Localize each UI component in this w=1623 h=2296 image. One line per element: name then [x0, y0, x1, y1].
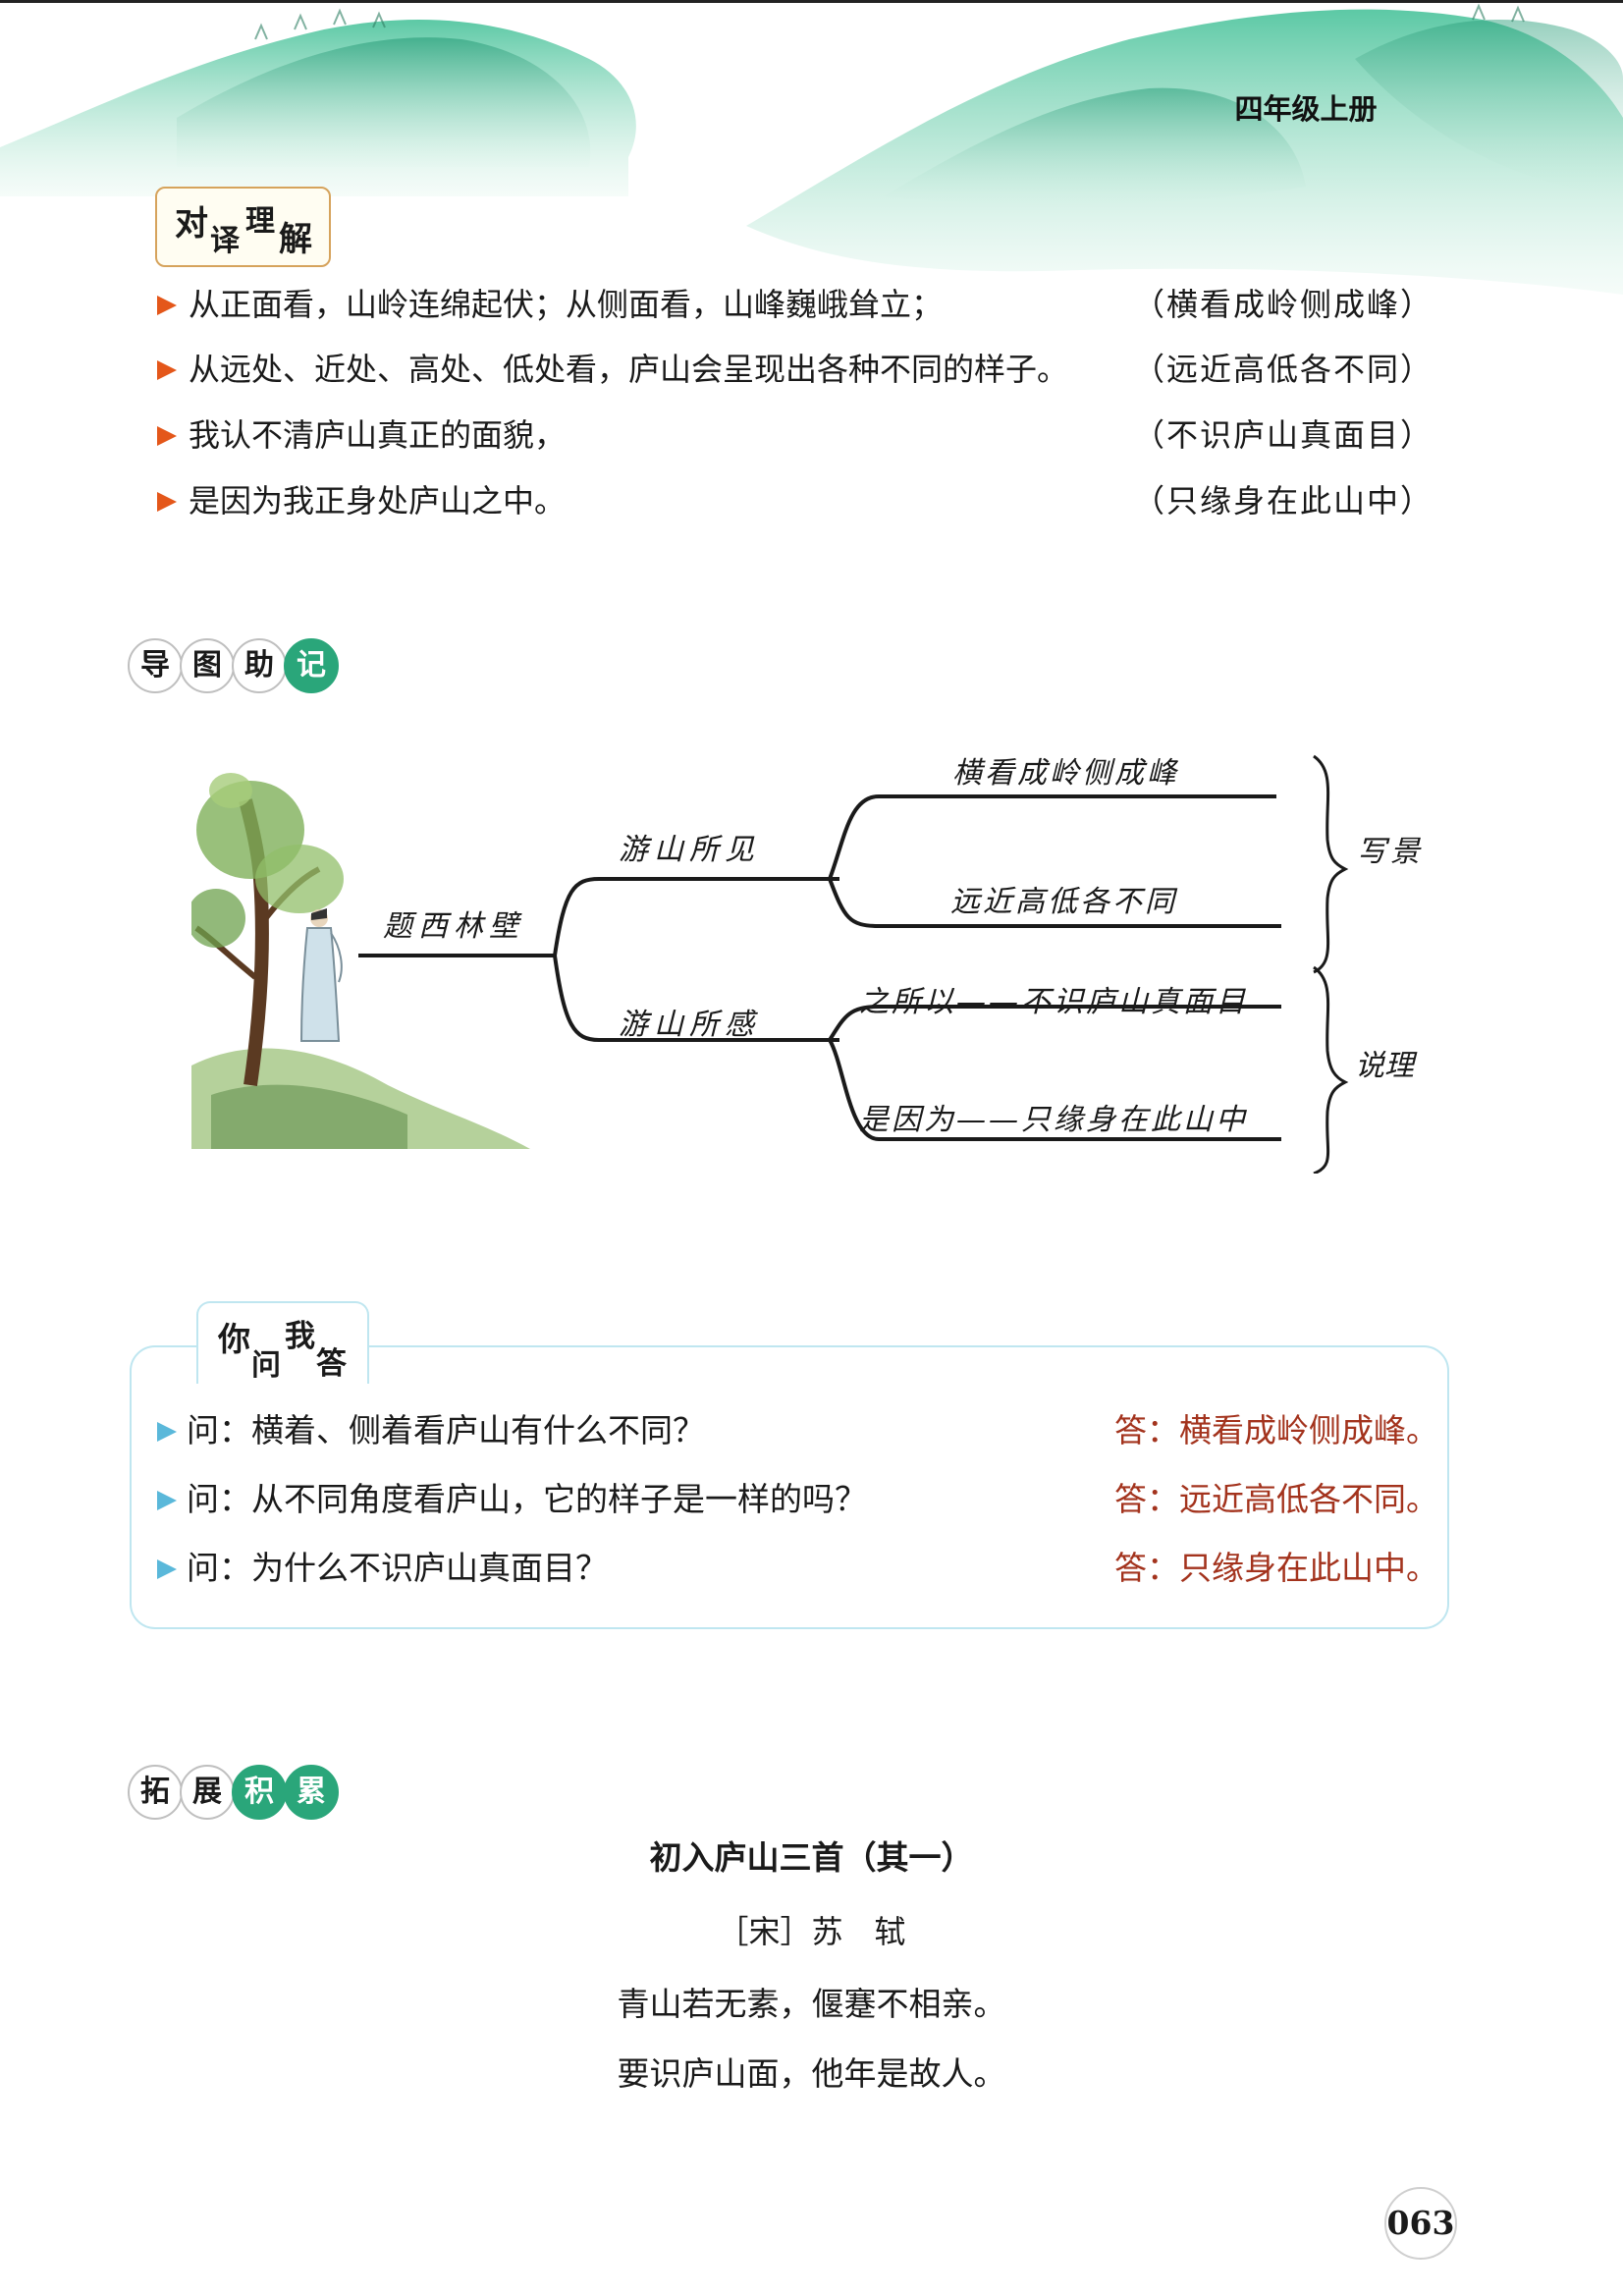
mindmap-connector-lines: [358, 754, 1349, 1174]
translation-row: 从远处、近处、高处、低处看，庐山会呈现出各种不同的样子。 （远近高低各不同）: [157, 345, 1434, 394]
answer-text: 答：远近高低各不同。: [1114, 1480, 1438, 1518]
mindmap-leaf-3: 之所以——不识庐山真面目: [859, 985, 1248, 1019]
translation-row: 从正面看，山岭连绵起伏；从侧面看，山峰巍峨耸立； （横看成岭侧成峰）: [157, 280, 1434, 329]
bullet-triangle-icon: [157, 1422, 177, 1442]
modern-translation: 我认不清庐山真正的面貌，: [189, 416, 567, 454]
bullet-triangle-icon: [157, 296, 177, 315]
answer-text: 答：只缘身在此山中。: [1114, 1549, 1438, 1587]
mountain-landscape-illustration: [0, 3, 1623, 295]
translation-section-title: 对 译 理 解: [155, 187, 331, 267]
answer-text: 答：横看成岭侧成峰。: [1114, 1411, 1438, 1449]
original-line: （不识庐山真面目）: [1132, 416, 1434, 454]
poem-title: 初入庐山三首（其一）: [649, 1838, 974, 1877]
poem-line-1: 青山若无素，偃蹇不相亲。: [617, 1985, 1006, 2023]
mindmap-leaf-4: 是因为——只缘身在此山中: [859, 1103, 1248, 1137]
title-char-4: 累: [284, 1765, 339, 1820]
title-char-4: 记: [284, 638, 339, 693]
title-char-1: 对: [175, 204, 208, 244]
modern-translation: 从远处、近处、高处、低处看，庐山会呈现出各种不同的样子。: [189, 351, 1069, 388]
mindmap-group-reason: 说理: [1355, 1049, 1414, 1083]
translation-row: 我认不清庐山真正的面貌， （不识庐山真面目）: [157, 410, 1434, 460]
bullet-triangle-icon: [157, 1491, 177, 1510]
bullet-triangle-icon: [157, 1559, 177, 1579]
translation-row: 是因为我正身处庐山之中。 （只缘身在此山中）: [157, 476, 1434, 525]
title-char-2: 图: [180, 638, 235, 693]
mindmap-leaf-1: 横看成岭侧成峰: [952, 756, 1179, 791]
qa-row: 问：为什么不识庐山真面目？ 答：只缘身在此山中。: [157, 1544, 1438, 1593]
title-char-4: 答: [316, 1346, 347, 1382]
qa-row: 问：从不同角度看庐山，它的样子是一样的吗？ 答：远近高低各不同。: [157, 1475, 1438, 1524]
title-char-2: 展: [180, 1765, 235, 1820]
title-char-3: 我: [285, 1319, 315, 1354]
modern-translation: 从正面看，山岭连绵起伏；从侧面看，山峰巍峨耸立；: [189, 286, 944, 323]
title-char-1: 你: [218, 1320, 250, 1358]
title-char-3: 理: [245, 204, 275, 239]
mindmap-group-scene: 写景: [1357, 835, 1424, 869]
poem-line-2: 要识庐山面，他年是故人。: [617, 2054, 1006, 2093]
title-char-3: 助: [232, 638, 287, 693]
bullet-triangle-icon: [157, 426, 177, 446]
mindmap-root-label: 题西林壁: [383, 909, 524, 944]
qa-section-title: 你 问 我 答: [196, 1301, 369, 1384]
mindmap-section-title: 导 图 助 记: [128, 638, 344, 697]
mindmap-branch-seen: 游山所见: [619, 833, 760, 867]
bullet-triangle-icon: [157, 492, 177, 512]
question-text: 问：为什么不识庐山真面目？: [187, 1549, 608, 1587]
top-border: [0, 0, 1623, 3]
title-char-2: 问: [251, 1348, 281, 1383]
mindmap-leaf-2: 远近高低各不同: [950, 885, 1177, 919]
extension-section-title: 拓 展 积 累: [128, 1765, 344, 1824]
original-line: （只缘身在此山中）: [1132, 482, 1434, 519]
qa-panel: [130, 1345, 1449, 1629]
mindmap-branch-felt: 游山所感: [619, 1008, 760, 1042]
question-text: 问：横着、侧着看庐山有什么不同？: [187, 1411, 705, 1449]
page-number: 063: [1384, 2187, 1457, 2260]
title-char-2: 译: [210, 224, 240, 258]
title-char-3: 积: [232, 1765, 287, 1820]
grade-label: 四年级上册: [1234, 92, 1378, 126]
question-text: 问：从不同角度看庐山，它的样子是一样的吗？: [187, 1480, 867, 1518]
title-char-1: 导: [128, 638, 183, 693]
scholar-under-tree-illustration: [191, 773, 530, 1149]
original-line: （横看成岭侧成峰）: [1132, 286, 1434, 323]
original-line: （远近高低各不同）: [1132, 351, 1434, 388]
title-char-1: 拓: [128, 1765, 183, 1820]
bullet-triangle-icon: [157, 360, 177, 380]
modern-translation: 是因为我正身处庐山之中。: [189, 482, 567, 519]
title-char-4: 解: [279, 220, 312, 259]
qa-row: 问：横着、侧着看庐山有什么不同？ 答：横看成岭侧成峰。: [157, 1406, 1438, 1455]
poem-author: ［宋］苏 轼: [717, 1913, 906, 1950]
